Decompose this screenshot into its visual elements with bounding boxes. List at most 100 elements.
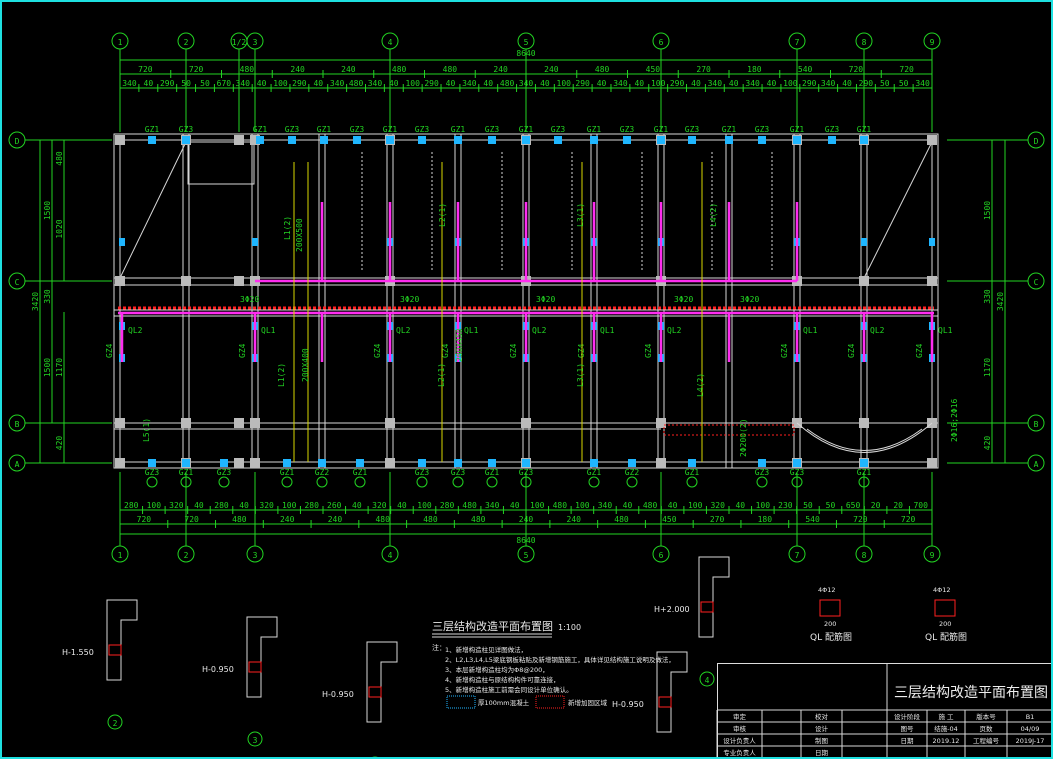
gz-marker (860, 136, 868, 144)
top-dimension-row2: 340 (236, 79, 251, 88)
rebar-mark: 3Φ20 (240, 295, 259, 304)
gz-marker (418, 136, 426, 144)
top-dimension-row2: 40 (144, 79, 154, 88)
rebar-mark: 3Φ20 (400, 295, 419, 304)
bottom-dimension-row1: 40 (623, 501, 633, 510)
beam-label: L1(2) (283, 216, 292, 240)
note-line: 3、本层新增构造柱均为Φ8@200， (445, 665, 549, 674)
column-label: GZ3 (551, 125, 566, 134)
beam-label: L4(2) (696, 373, 705, 397)
top-dimension-row1: 240 (493, 65, 508, 74)
column-square (385, 458, 395, 468)
bottom-dimension-row1: 50 (803, 501, 813, 510)
top-dimension-row1: 720 (849, 65, 864, 74)
bottom-dimension-row2: 240 (567, 515, 582, 524)
title-block: 三层结构改造平面布置图 (717, 663, 1051, 757)
gz-marker (220, 459, 228, 467)
axis-label-left: D (15, 137, 20, 146)
gz-marker (758, 136, 766, 144)
axis-label-bottom: 1 (118, 551, 123, 560)
top-dimension-row1: 240 (290, 65, 305, 74)
top-dimension-row2: 40 (634, 79, 644, 88)
note-line: 4、新增构造柱与原结构构件可靠连接， (445, 675, 560, 684)
top-dimension-row2: 290 (575, 79, 590, 88)
top-dimension-row2: 40 (446, 79, 456, 88)
column-label: GZ3 (755, 468, 770, 477)
title-block-cell: 校对 (815, 712, 829, 721)
right-dimension: 1170 (983, 358, 992, 377)
gz-marker (554, 136, 562, 144)
title-block-cell: 工程编号 (973, 736, 1000, 745)
top-dimension-row1: 240 (341, 65, 356, 74)
ql-label: QL2 (870, 326, 885, 335)
beam-label: L2(1) (437, 363, 446, 387)
top-dimension-row2: 340 (745, 79, 760, 88)
bottom-dimension-row1: 100 (688, 501, 703, 510)
axis-label-right: A (1034, 460, 1039, 469)
left-dimension: 480 (55, 151, 64, 166)
bottom-dimension-row2: 270 (710, 515, 725, 524)
column-label: GZ1 (722, 125, 737, 134)
gz-marker (657, 136, 665, 144)
left-dimension: 1500 (43, 358, 52, 377)
top-dimension-row2: 340 (330, 79, 345, 88)
top-dimension-row2: 40 (257, 79, 267, 88)
gz-marker (688, 459, 696, 467)
bottom-dimension-row1: 100 (282, 501, 297, 510)
ql-rebar: 4Φ12 (818, 586, 836, 594)
bottom-dimension-row2: 480 (375, 515, 390, 524)
column-label: GZ1 (317, 125, 332, 134)
column-label: GZ1 (179, 468, 194, 477)
title-block-cell: 2019.12 (933, 737, 960, 745)
gz-marker (590, 459, 598, 467)
title-block-cell: 版本号 (976, 712, 996, 721)
bottom-dimension-row1: 280 (214, 501, 229, 510)
axis-label-bottom: 7 (795, 551, 800, 560)
column-square (234, 135, 244, 145)
axis-label-bottom: 3 (253, 551, 258, 560)
bottom-dimension-row1: 700 (913, 501, 928, 510)
bottom-dimension-row2: 480 (423, 515, 438, 524)
top-dimension-row1: 480 (240, 65, 255, 74)
column-square (234, 458, 244, 468)
axis-label-right: D (1034, 137, 1039, 146)
axis-label-right: B (1034, 420, 1039, 429)
ql-label: QL1 (464, 326, 479, 335)
title-block-cell: 审核 (733, 724, 747, 733)
column-label: GZ3 (145, 468, 160, 477)
ql-label: QL2 (128, 326, 143, 335)
top-dimension-row2: 50 (200, 79, 210, 88)
section-height: H-1.550 (62, 648, 94, 657)
axis-label-top: 1 (118, 38, 123, 47)
top-dimension-row1: 240 (544, 65, 559, 74)
bottom-dimension-row2: 180 (758, 515, 773, 524)
bottom-dimension-row1: 280 (124, 501, 139, 510)
top-dimension-row2: 40 (389, 79, 399, 88)
axis-label-top: 6 (659, 38, 664, 47)
top-dimension-row1: 720 (189, 65, 204, 74)
top-dimension-row2: 340 (915, 79, 930, 88)
column-label: GZ3 (685, 125, 700, 134)
title-block-title: 三层结构改造平面布置图 (894, 685, 1048, 701)
gz-marker (454, 136, 462, 144)
column-label: GZ3 (217, 468, 232, 477)
gz-marker (318, 459, 326, 467)
bottom-dimension-row1: 480 (643, 501, 658, 510)
column-label: GZ4 (780, 343, 789, 358)
top-dimension-row2: 340 (368, 79, 383, 88)
column-square (181, 276, 191, 286)
note-line: 5、新增构造柱施工前需会同设计单位确认。 (445, 685, 573, 694)
top-dimension-row2: 40 (597, 79, 607, 88)
axis-label-bottom: 6 (659, 551, 664, 560)
left-dimension: 1020 (55, 219, 64, 238)
title-block-cell: 日期 (815, 749, 829, 757)
top-dimension-row2: 480 (349, 79, 364, 88)
bottom-dimension-row1: 20 (871, 501, 881, 510)
column-label: GZ3 (350, 125, 365, 134)
bottom-dimension-row2: 720 (184, 515, 199, 524)
top-dimension-row2: 100 (405, 79, 420, 88)
title-block-cell: 审定 (733, 712, 747, 721)
axis-label-top: 1/2 (232, 38, 247, 47)
column-label: GZ1 (353, 468, 368, 477)
